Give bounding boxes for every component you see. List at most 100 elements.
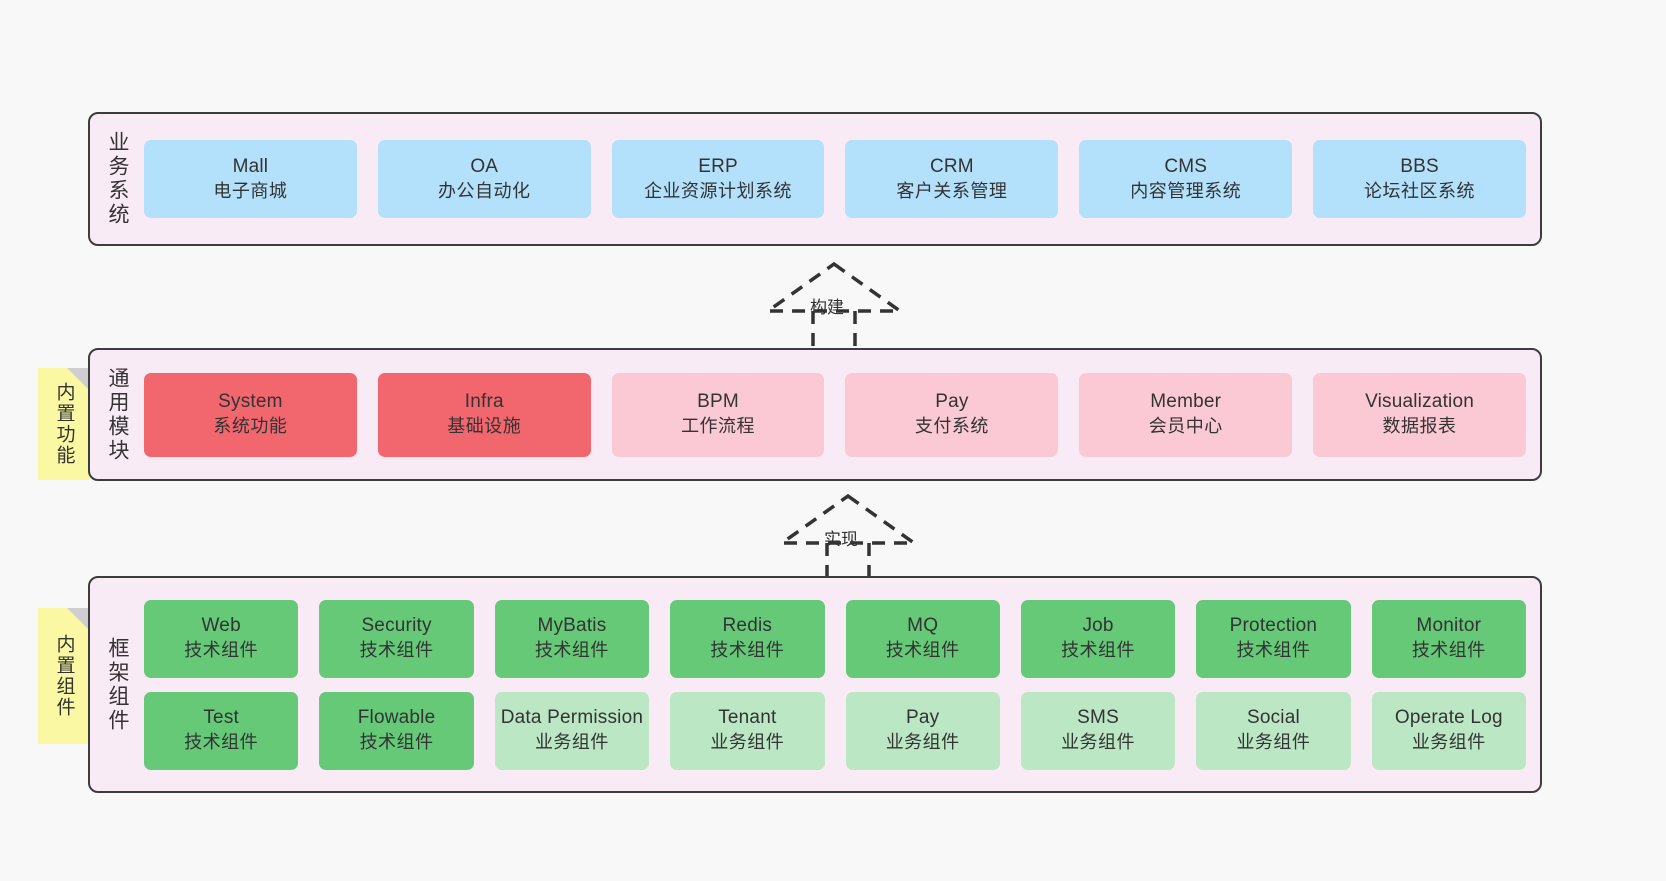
card-title: BPM xyxy=(697,391,739,413)
card-tenant[interactable]: Tenant 业务组件 xyxy=(670,691,825,770)
card-flowable[interactable]: Flowable 技术组件 xyxy=(319,691,474,770)
card-infra[interactable]: Infra 基础设施 xyxy=(377,372,591,457)
layer-body-common-modules: System 系统功能 Infra 基础设施 BPM 工作流程 Pay 支付系统… xyxy=(144,350,1540,479)
card-title: Redis xyxy=(722,615,773,637)
card-subtitle: 工作流程 xyxy=(681,416,756,437)
card-redis[interactable]: Redis 技术组件 xyxy=(670,599,825,678)
card-subtitle: 系统功能 xyxy=(213,416,288,437)
layer-title-common-modules: 通用模块 xyxy=(106,366,130,463)
card-title: Pay xyxy=(935,391,969,413)
card-title: Mall xyxy=(232,155,269,177)
card-data-permission[interactable]: Data Permission 业务组件 xyxy=(494,691,650,770)
card-member[interactable]: Member 会员中心 xyxy=(1079,372,1293,457)
page-fold-icon xyxy=(67,608,89,630)
card-subtitle: 技术组件 xyxy=(1236,640,1311,661)
card-subtitle: 电子商城 xyxy=(213,180,288,201)
card-protection[interactable]: Protection 技术组件 xyxy=(1196,599,1351,678)
layer-body-framework-components: Web 技术组件 Security 技术组件 MyBatis 技术组件 Redi… xyxy=(144,578,1540,791)
sticky-note-builtin-features: 内置功能 xyxy=(38,368,89,480)
card-title: BBS xyxy=(1400,155,1439,177)
card-visualization[interactable]: Visualization 数据报表 xyxy=(1313,372,1526,457)
layer-title-framework-components: 框架组件 xyxy=(106,636,130,733)
card-title: Security xyxy=(361,615,432,637)
card-subtitle: 会员中心 xyxy=(1148,416,1223,437)
card-security[interactable]: Security 技术组件 xyxy=(319,599,474,678)
sticky-note-label: 内置组件 xyxy=(53,634,75,718)
card-erp[interactable]: ERP 企业资源计划系统 xyxy=(611,140,825,218)
arrow-implement: 实现 xyxy=(766,490,931,580)
card-title: MQ xyxy=(907,615,939,637)
card-title: Tenant xyxy=(718,707,777,729)
card-mq[interactable]: MQ 技术组件 xyxy=(845,599,1000,678)
card-subtitle: 客户关系管理 xyxy=(896,180,1008,201)
card-title: CMS xyxy=(1164,155,1208,177)
card-title: Pay xyxy=(906,707,940,729)
card-row: Mall 电子商城 OA 办公自动化 ERP 企业资源计划系统 CRM 客户关系… xyxy=(144,140,1526,218)
card-subtitle: 技术组件 xyxy=(1411,640,1486,661)
layer-framework-components: 框架组件 Web 技术组件 Security 技术组件 MyBatis 技术组件… xyxy=(88,576,1542,793)
layer-body-business-system: Mall 电子商城 OA 办公自动化 ERP 企业资源计划系统 CRM 客户关系… xyxy=(144,114,1540,244)
card-title: Monitor xyxy=(1416,615,1482,637)
card-subtitle: 基础设施 xyxy=(447,416,522,437)
card-subtitle: 业务组件 xyxy=(534,732,609,753)
card-subtitle: 技术组件 xyxy=(359,640,434,661)
card-social[interactable]: Social 业务组件 xyxy=(1196,691,1351,770)
card-title: ERP xyxy=(698,155,738,177)
arrow-label-build: 构建 xyxy=(810,298,844,317)
card-title: Member xyxy=(1150,391,1222,413)
layer-common-modules: 通用模块 System 系统功能 Infra 基础设施 BPM 工作流程 Pay… xyxy=(88,348,1542,481)
dashed-up-arrow-icon xyxy=(762,261,906,348)
card-title: Infra xyxy=(464,391,504,413)
card-pay-module[interactable]: Pay 支付系统 xyxy=(845,372,1059,457)
card-subtitle: 技术组件 xyxy=(710,640,785,661)
card-subtitle: 数据报表 xyxy=(1382,416,1457,437)
card-title: Web xyxy=(201,615,241,637)
card-title: SMS xyxy=(1077,707,1119,729)
card-operate-log[interactable]: Operate Log 业务组件 xyxy=(1371,691,1526,770)
card-bbs[interactable]: BBS 论坛社区系统 xyxy=(1313,140,1526,218)
card-subtitle: 业务组件 xyxy=(1236,732,1311,753)
card-row: System 系统功能 Infra 基础设施 BPM 工作流程 Pay 支付系统… xyxy=(144,372,1526,457)
card-job[interactable]: Job 技术组件 xyxy=(1020,599,1176,678)
layer-title-business-system: 业务系统 xyxy=(106,131,130,227)
card-subtitle: 技术组件 xyxy=(1061,640,1136,661)
card-row: Web 技术组件 Security 技术组件 MyBatis 技术组件 Redi… xyxy=(144,599,1526,678)
card-subtitle: 支付系统 xyxy=(914,416,989,437)
card-title: System xyxy=(218,391,283,413)
card-title: Job xyxy=(1082,615,1114,637)
card-subtitle: 技术组件 xyxy=(885,640,960,661)
card-cms[interactable]: CMS 内容管理系统 xyxy=(1079,140,1293,218)
card-subtitle: 论坛社区系统 xyxy=(1364,180,1476,201)
card-mall[interactable]: Mall 电子商城 xyxy=(144,140,357,218)
card-subtitle: 办公自动化 xyxy=(437,180,531,201)
card-sms[interactable]: SMS 业务组件 xyxy=(1020,691,1176,770)
card-bpm[interactable]: BPM 工作流程 xyxy=(611,372,825,457)
card-pay-component[interactable]: Pay 业务组件 xyxy=(845,691,1000,770)
card-title: Visualization xyxy=(1365,391,1475,413)
card-row: Test 技术组件 Flowable 技术组件 Data Permission … xyxy=(144,691,1526,770)
card-subtitle: 内容管理系统 xyxy=(1130,180,1242,201)
sticky-note-builtin-components: 内置组件 xyxy=(38,608,89,744)
card-subtitle: 技术组件 xyxy=(184,640,259,661)
layer-business-system: 业务系统 Mall 电子商城 OA 办公自动化 ERP 企业资源计划系统 CRM… xyxy=(88,112,1542,246)
card-subtitle: 技术组件 xyxy=(184,732,259,753)
card-title: OA xyxy=(470,155,499,177)
card-subtitle: 业务组件 xyxy=(710,732,785,753)
card-crm[interactable]: CRM 客户关系管理 xyxy=(845,140,1059,218)
card-test[interactable]: Test 技术组件 xyxy=(144,691,299,770)
card-title: Social xyxy=(1246,707,1300,729)
card-oa[interactable]: OA 办公自动化 xyxy=(377,140,591,218)
card-subtitle: 业务组件 xyxy=(1061,732,1136,753)
card-title: Test xyxy=(203,707,240,729)
card-title: Data Permission xyxy=(500,707,644,729)
card-web[interactable]: Web 技术组件 xyxy=(144,599,299,678)
card-subtitle: 业务组件 xyxy=(885,732,960,753)
card-system[interactable]: System 系统功能 xyxy=(144,372,357,457)
dashed-up-arrow-icon xyxy=(776,493,920,580)
card-monitor[interactable]: Monitor 技术组件 xyxy=(1371,599,1526,678)
arrow-build: 构建 xyxy=(752,258,917,348)
card-mybatis[interactable]: MyBatis 技术组件 xyxy=(494,599,650,678)
arrow-label-implement: 实现 xyxy=(824,530,858,549)
card-title: Flowable xyxy=(357,707,436,729)
